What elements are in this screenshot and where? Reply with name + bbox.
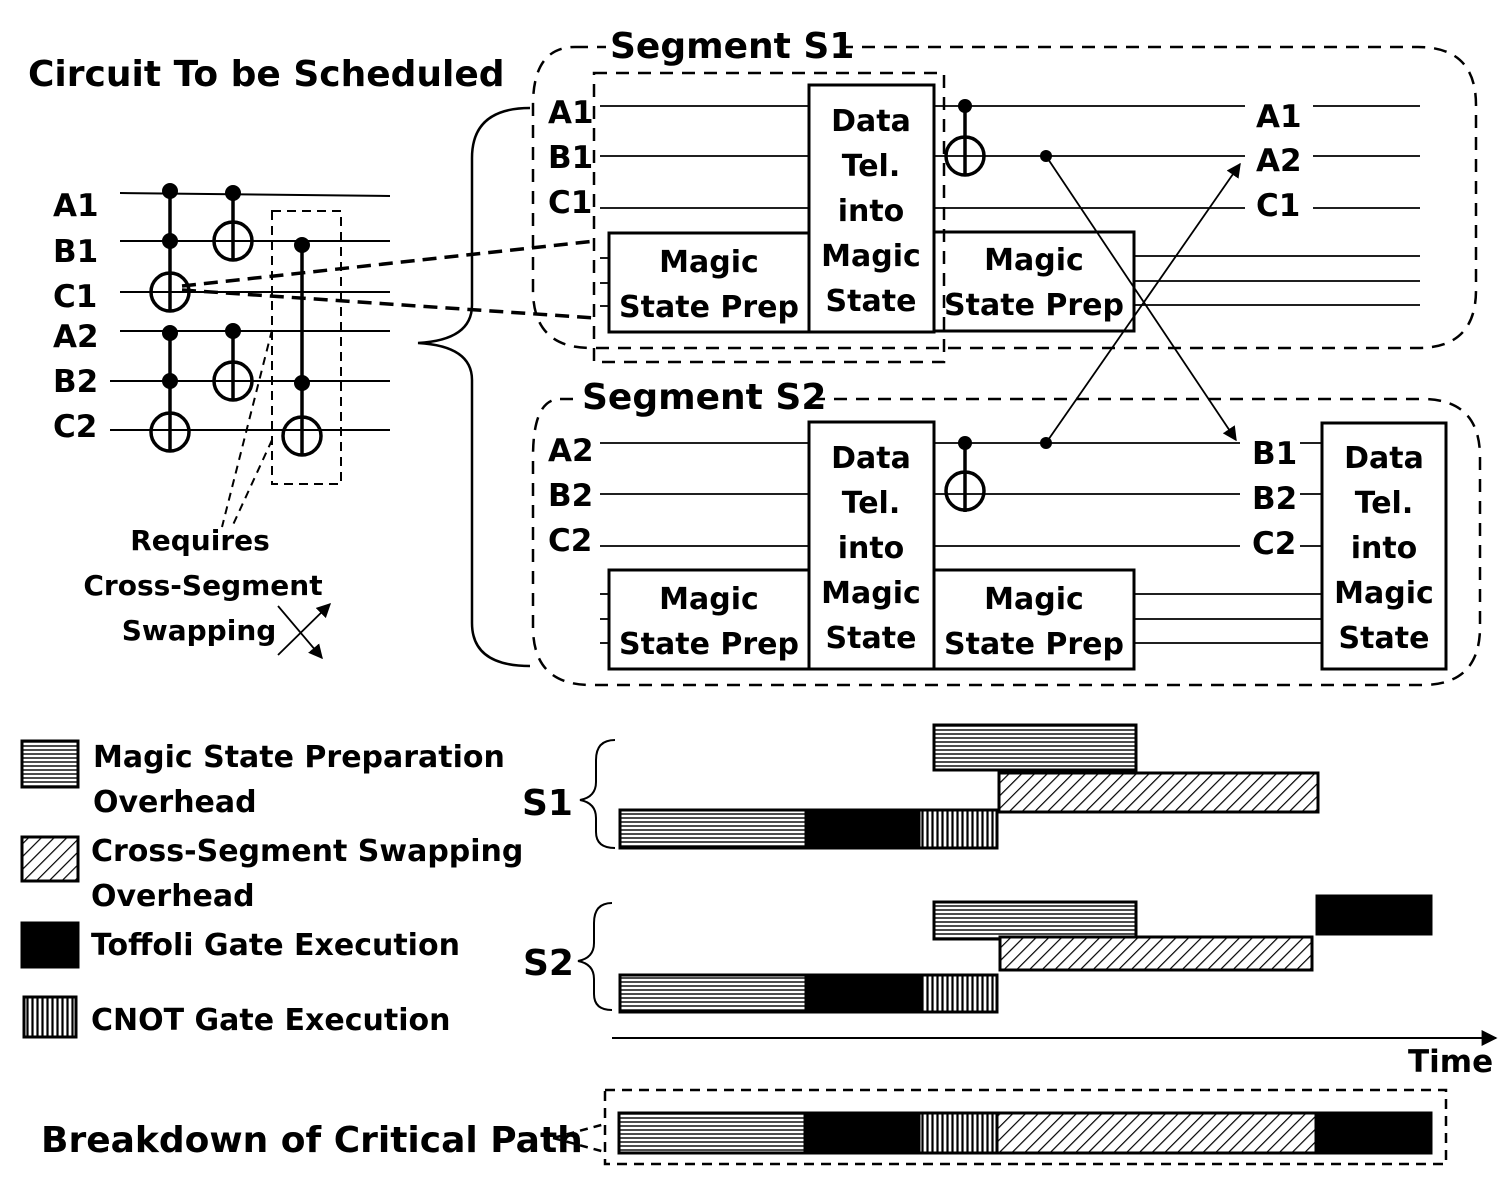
s1-magic-prep-left-line2: State Prep <box>619 290 799 325</box>
wire-label-a2: A2 <box>53 319 99 355</box>
s2-data-tel: Data Tel. into Magic State <box>821 441 921 656</box>
s2-input-c2: C2 <box>548 523 592 559</box>
timeline-s1-label: S1 <box>522 783 573 824</box>
s2-data-tel-right-line1: Data <box>1344 441 1424 476</box>
swap-arrow-b1-to-s2 <box>1045 155 1237 442</box>
swap-arrows <box>1045 155 1241 444</box>
s2-data-tel-right-line4: Magic <box>1334 576 1434 611</box>
s1-data-tel-line1: Data <box>831 104 911 139</box>
s1-magic-prep-right: Magic State Prep <box>944 243 1124 323</box>
s1-input-a1: A1 <box>548 95 594 131</box>
wire-label-c2: C2 <box>53 409 97 445</box>
s2-magic-prep-left-line2: State Prep <box>619 627 799 662</box>
critical-bar-swap <box>995 1111 1318 1155</box>
circuit-wire-labels: A1 B1 C1 A2 B2 C2 <box>53 188 99 445</box>
legend-magic-line2: Overhead <box>93 785 257 820</box>
critical-path: Breakdown of Critical Path <box>41 1088 1448 1166</box>
time-axis-label: Time <box>1408 1044 1493 1080</box>
wire-label-b1: B1 <box>53 234 98 270</box>
s2-output-c2: C2 <box>1252 526 1296 562</box>
s2-magic-prep-left: Magic State Prep <box>619 582 799 662</box>
s2-bar-magic-prep-2 <box>932 900 1138 941</box>
segment-s1: Segment S1 A1 B1 C1 A1 A2 C1 Magic State… <box>531 26 1478 364</box>
s2-data-tel-line3: into <box>838 531 905 566</box>
s1-magic-prep-left-line1: Magic <box>659 245 759 280</box>
critical-bar-toffoli-2 <box>1314 1111 1433 1155</box>
s1-bar-cnot <box>917 808 999 850</box>
legend-swap-line1: Cross-Segment Swapping <box>91 834 523 869</box>
legend-swatch-cnot <box>22 995 78 1039</box>
s2-magic-prep-right: Magic State Prep <box>944 582 1124 662</box>
s1-bar-toffoli-1 <box>804 808 921 850</box>
s1-data-tel: Data Tel. into Magic State <box>821 104 921 319</box>
s1-data-tel-line4: Magic <box>821 239 921 274</box>
s2-output-b1: B1 <box>1252 436 1297 472</box>
s2-data-tel-line4: Magic <box>821 576 921 611</box>
annotation-line-3: Swapping <box>122 614 277 647</box>
annotation-line-1: Requires <box>130 524 270 557</box>
s1-bar-swap <box>997 771 1320 814</box>
s1-magic-prep-left: Magic State Prep <box>619 245 799 325</box>
s2-magic-prep-right-line1: Magic <box>984 582 1084 617</box>
s2-bar-toffoli-1 <box>804 973 922 1014</box>
critical-bar-cnot <box>917 1111 999 1155</box>
legend-toffoli: Toffoli Gate Execution <box>91 928 460 963</box>
legend-magic-line1: Magic State Preparation <box>93 740 505 775</box>
segment-s2: Segment S2 A2 B2 C2 B1 B2 C2 Magic State… <box>531 377 1482 687</box>
s1-input-c1: C1 <box>548 185 592 221</box>
s1-bar-magic-prep-1 <box>618 808 808 850</box>
critical-pointer-top <box>552 1122 606 1140</box>
wire-label-b2: B2 <box>53 364 98 400</box>
s1-magic-prep-right-line1: Magic <box>984 243 1084 278</box>
circuit-title: Circuit To be Scheduled <box>28 54 505 95</box>
annotation-line-2: Cross-Segment <box>83 569 322 602</box>
s2-data-tel-line1: Data <box>831 441 911 476</box>
s1-data-tel-line3: into <box>838 194 905 229</box>
critical-path-label: Breakdown of Critical Path <box>41 1120 583 1161</box>
legend-swap-line2: Overhead <box>91 879 255 914</box>
critical-bar-magic-prep <box>617 1111 807 1155</box>
s2-bar-magic-prep-1 <box>618 973 808 1014</box>
swap-arrow-a2-to-s1 <box>1045 162 1241 444</box>
legend-swatch-magic <box>20 739 80 789</box>
s2-output-b2: B2 <box>1252 481 1297 517</box>
timeline: S1 S2 Time <box>522 723 1498 1080</box>
legend-swatch-swap <box>20 835 80 883</box>
segment-s1-title: Segment S1 <box>610 26 854 67</box>
s2-input-b2: B2 <box>548 478 593 514</box>
timeline-s2-label: S2 <box>523 943 574 984</box>
s1-data-tel-line5: State <box>826 284 917 319</box>
s1-output-a2: A2 <box>1256 143 1302 179</box>
legend-cnot: CNOT Gate Execution <box>91 1003 450 1038</box>
s1-bar-magic-prep-2 <box>932 723 1138 772</box>
s2-bar-cnot <box>918 973 999 1014</box>
cross-segment-annotation: Requires Cross-Segment Swapping <box>83 524 322 647</box>
circuit-diagram <box>110 106 596 668</box>
wire-label-a1: A1 <box>53 188 99 224</box>
s2-input-a2: A2 <box>548 433 594 469</box>
s2-bar-swap <box>998 935 1314 972</box>
s2-bar-toffoli-2 <box>1315 894 1433 936</box>
legend-swatch-toffoli <box>20 921 80 969</box>
s2-magic-prep-right-line2: State Prep <box>944 627 1124 662</box>
critical-bar-toffoli-1 <box>803 1111 919 1155</box>
segment-s2-title: Segment S2 <box>582 377 826 418</box>
wire-label-c1: C1 <box>53 279 97 315</box>
s1-magic-prep-right-line2: State Prep <box>944 288 1124 323</box>
s2-magic-prep-left-line1: Magic <box>659 582 759 617</box>
s2-data-tel-right-line3: into <box>1351 531 1418 566</box>
s2-data-tel-right: Data Tel. into Magic State <box>1334 441 1434 656</box>
s2-data-tel-line5: State <box>826 621 917 656</box>
s2-data-tel-right-line2: Tel. <box>1355 486 1414 521</box>
s1-input-b1: B1 <box>548 140 593 176</box>
critical-path-frame <box>603 1088 1448 1166</box>
s2-data-tel-right-line5: State <box>1339 621 1430 656</box>
s1-output-a1: A1 <box>1256 99 1302 135</box>
s1-data-tel-line2: Tel. <box>842 149 901 184</box>
s1-output-c1: C1 <box>1256 188 1300 224</box>
critical-pointer-bottom <box>552 1136 606 1154</box>
legend: Magic State Preparation Overhead Cross-S… <box>20 739 523 1039</box>
s2-data-tel-line2: Tel. <box>842 486 901 521</box>
